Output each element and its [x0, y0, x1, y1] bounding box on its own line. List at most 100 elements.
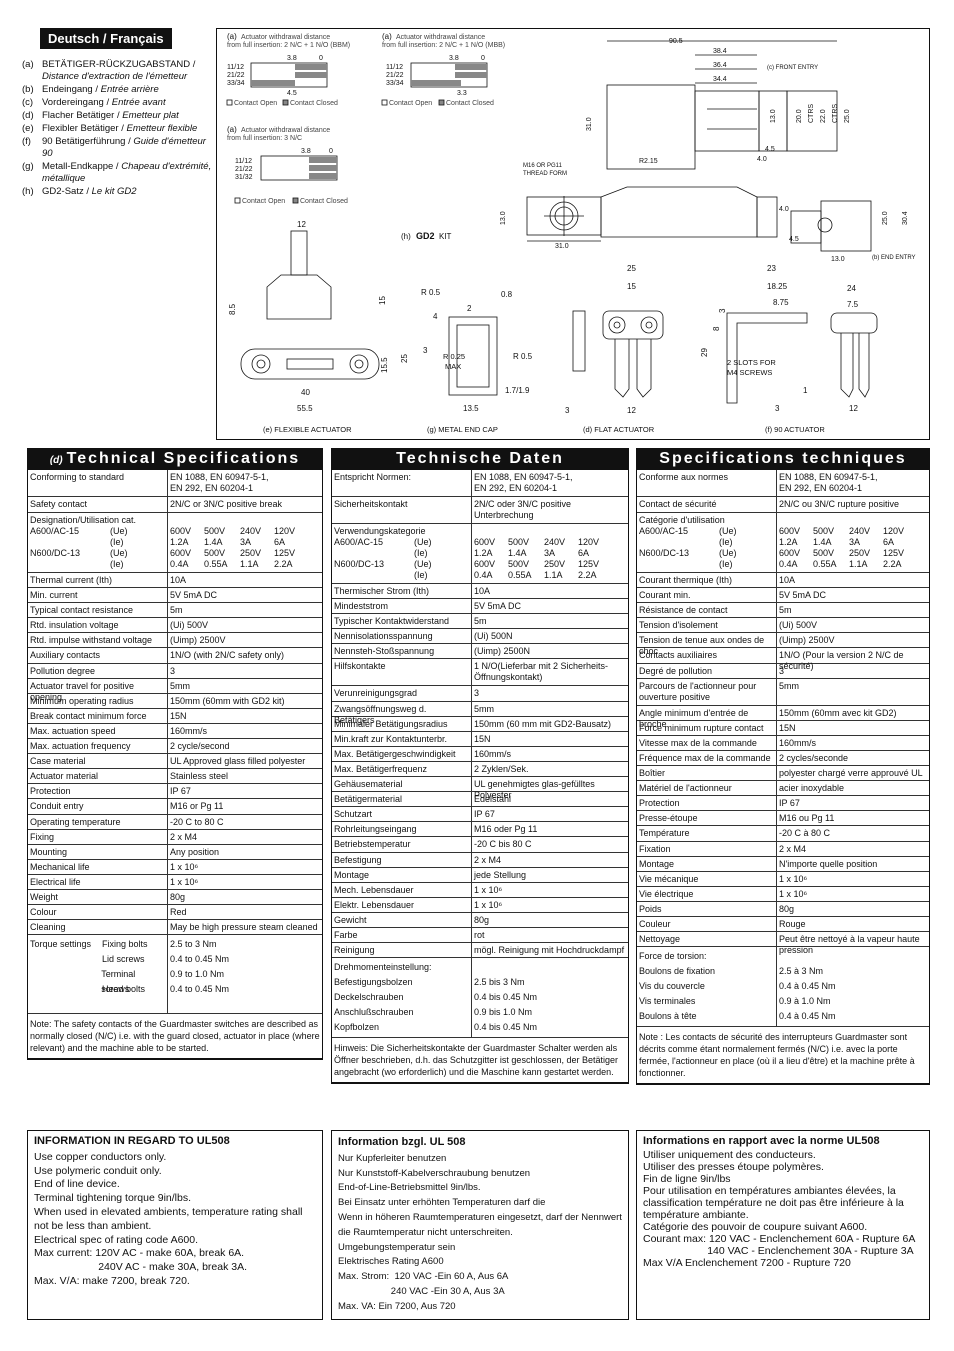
svg-text:21/22: 21/22: [386, 72, 404, 79]
ul508-line: Bei Einsatz unter erhöhten Temperaturen …: [338, 1197, 546, 1209]
svg-text:Contact Open: Contact Open: [389, 100, 432, 107]
ul508-line: Courant max: 120 VAC - Enclenchement 60A…: [643, 1233, 916, 1245]
legend-panel: Deutsch / Français (a)BETÄTIGER-RÜCKZUGA…: [22, 28, 214, 248]
svg-text:CTRS: CTRS: [832, 104, 839, 123]
svg-text:CTRS: CTRS: [808, 104, 815, 123]
ninety-degree-actuator: 23 18.25 8.75 24 7.5 3 8 29 2 SLOTS FOR …: [700, 264, 878, 434]
svg-text:36.4: 36.4: [713, 62, 727, 69]
spec-row: Betriebstemperatur-20 C bis 80 C: [332, 837, 628, 853]
ul508-line: 140 VAC - Enclenchement 30A - Rupture 3A: [643, 1245, 914, 1257]
ul508-french: Informations en rapport avec la norme UL…: [636, 1130, 930, 1320]
legend-list: (a)BETÄTIGER-RÜCKZUGABSTAND / Distance d…: [22, 59, 214, 198]
end-entry-view: 4.0 4.5 13.0 25.0 30.4 (b) END ENTRY: [779, 200, 916, 263]
svg-text:12: 12: [297, 220, 306, 229]
spec-column-english: (d)Technical Specifications Conforming t…: [27, 448, 323, 1061]
withdrawal-chart-mbb: (a) Actuator withdrawal distance from fu…: [381, 32, 505, 107]
svg-text:12: 12: [849, 404, 858, 413]
ul508-english: INFORMATION IN REGARD TO UL508 Use coppe…: [27, 1130, 323, 1320]
svg-text:90.5: 90.5: [669, 38, 683, 45]
svg-text:Contact Closed: Contact Closed: [300, 198, 348, 205]
svg-text:8: 8: [712, 326, 721, 331]
svg-text:18.25: 18.25: [767, 282, 788, 291]
legend-item: (c)Vordereingang / Entrée avant: [22, 97, 166, 108]
spec-row: Montage jede Stellung: [332, 867, 628, 883]
spec-column-german: Technische Daten Entspricht Normen:EN 10…: [331, 448, 629, 1085]
svg-text:0.8: 0.8: [501, 290, 513, 299]
svg-text:11/12: 11/12: [227, 64, 244, 71]
ul508-line: Max. VA: Ein 7200, Aus 720: [338, 1300, 456, 1312]
svg-text:40: 40: [301, 388, 310, 397]
spec-row: Thermischer Strom (Ith)10A: [332, 584, 628, 600]
flat-actuator: 25 15 3 12 (d) FLAT ACTUATOR: [565, 264, 664, 434]
svg-text:(a): (a): [227, 125, 237, 134]
svg-text:4.5: 4.5: [789, 236, 799, 243]
spec-row: Min.kraft zur Kontaktunterbr.15N: [332, 731, 628, 747]
spec-row: Rtd. insulation voltage(Ui) 500V: [28, 618, 322, 634]
ul508-line: Use polymeric conduit only.: [34, 1164, 162, 1177]
svg-text:M16 OR PG11: M16 OR PG11: [523, 163, 563, 169]
svg-text:3: 3: [718, 308, 727, 313]
ul508-line: Nur Kupferleiter benutzen: [338, 1152, 447, 1164]
svg-text:21/22: 21/22: [235, 166, 253, 173]
ul508-line: Max current: 120V AC - make 60A, break 6…: [34, 1247, 245, 1260]
svg-text:(g) METAL END CAP: (g) METAL END CAP: [427, 425, 498, 434]
legend-item: (g)Metall-Endkappe / Chapeau d'extrémité…: [22, 161, 212, 184]
svg-text:from full insertion: 2 N/C + 1: from full insertion: 2 N/C + 1 N/O (BBM): [227, 42, 350, 49]
svg-text:2 SLOTS FOR: 2 SLOTS FOR: [727, 358, 776, 367]
spec-row: Operating temperature-20 C to 80 C: [28, 814, 322, 830]
spec-row: Matériel de l'actionneur acier inoxydabl…: [637, 781, 929, 797]
withdrawal-chart-3nc: (a) Actuator withdrawal distance from fu…: [227, 125, 348, 205]
legend-item: (h)GD2-Satz / Le kit GD2: [22, 186, 137, 197]
svg-text:3.8: 3.8: [449, 55, 459, 62]
svg-text:Actuator withdrawal distance: Actuator withdrawal distance: [396, 34, 485, 41]
svg-text:13.0: 13.0: [770, 109, 777, 123]
spec-note: Note : Les contacts de sécurité des inte…: [637, 1027, 929, 1085]
svg-text:23: 23: [767, 264, 776, 273]
svg-text:Contact Closed: Contact Closed: [446, 100, 494, 107]
legend-header: Deutsch / Français: [40, 28, 172, 49]
ul508-line: Wenn in höheren Raumtemperaturen eingese…: [338, 1211, 625, 1238]
ul508-line: End-of-Line-Betriebsmittel 9in/lbs.: [338, 1182, 481, 1194]
svg-text:38.4: 38.4: [713, 48, 727, 55]
svg-text:3: 3: [565, 406, 570, 415]
gd2-kit-label: (h) GD2 KIT: [401, 231, 452, 241]
svg-text:(a): (a): [382, 32, 392, 41]
svg-text:(a): (a): [227, 32, 237, 41]
svg-text:(c) FRONT ENTRY: (c) FRONT ENTRY: [767, 65, 818, 71]
ul508-german: Information bzgl. UL 508 Nur Kupferleite…: [331, 1130, 629, 1320]
withdrawal-chart-bbm: (a) Actuator withdrawal distance from fu…: [226, 32, 350, 107]
spec-column-french: Specifications techniques Conforme aux n…: [636, 448, 930, 1086]
ul508-line: Terminal tightening torque 9in/lbs.: [34, 1192, 192, 1205]
ul508-line: Pour utilisation en températures ambiant…: [643, 1185, 907, 1221]
switch-front-view: M16 OR PG11 THREAD FORM 31.0 13.0: [500, 163, 778, 250]
ul508-line: Utiliser des presses étoupe polymères.: [643, 1161, 824, 1173]
